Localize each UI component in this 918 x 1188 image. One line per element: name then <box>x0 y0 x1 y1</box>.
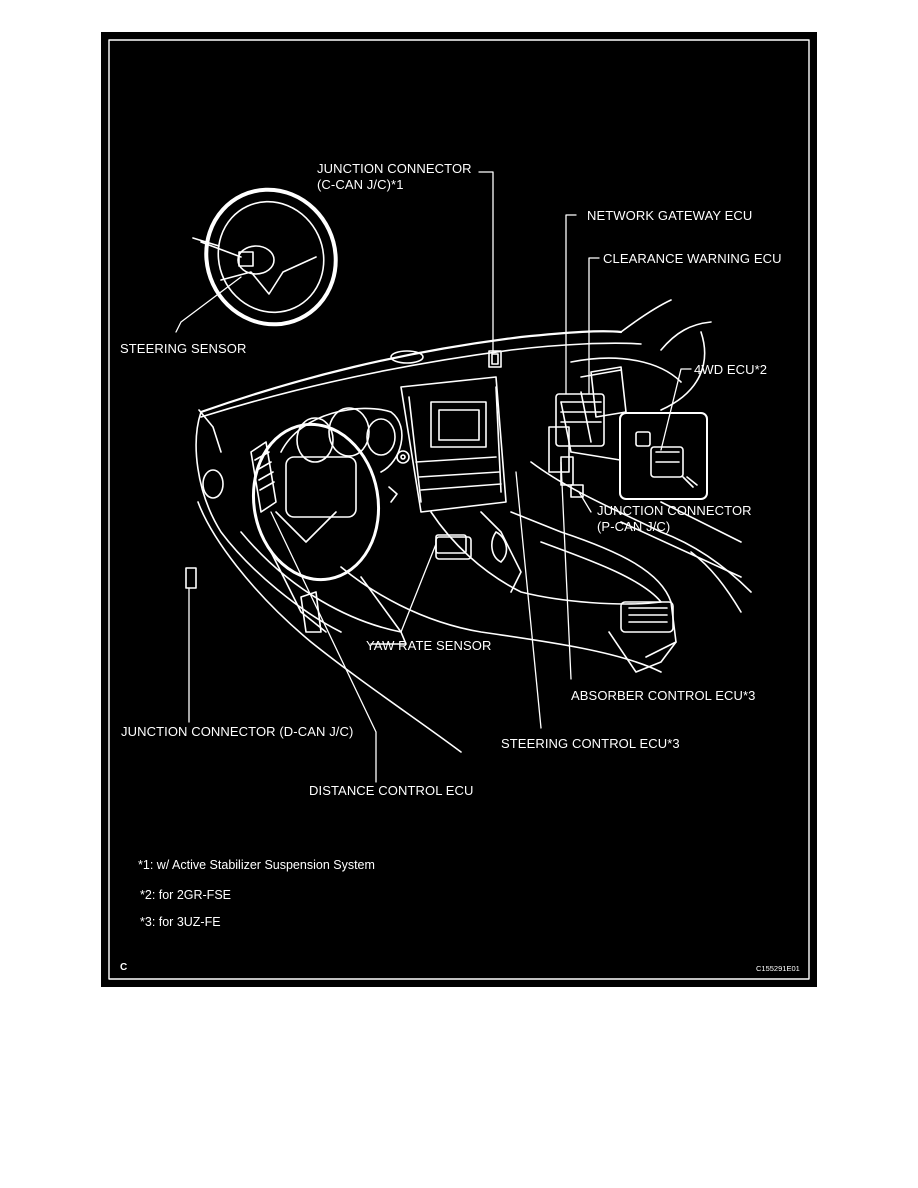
diagram-figure: JUNCTION CONNECTOR (C-CAN J/C)*1 NETWORK… <box>101 32 817 987</box>
leader-lines <box>175 171 692 783</box>
label-junction-connector-p-can-line1: JUNCTION CONNECTOR <box>597 503 752 518</box>
label-junction-connector-d-can: JUNCTION CONNECTOR (D-CAN J/C) <box>121 724 354 739</box>
label-4wd-ecu: 4WD ECU*2 <box>694 362 768 377</box>
footnote-2: *2: for 2GR-FSE <box>140 888 231 902</box>
label-clearance-warning-ecu: CLEARANCE WARNING ECU <box>603 251 782 266</box>
label-network-gateway-ecu: NETWORK GATEWAY ECU <box>587 208 753 223</box>
label-absorber-control-ecu: ABSORBER CONTROL ECU*3 <box>571 688 756 703</box>
label-yaw-rate-sensor: YAW RATE SENSOR <box>366 638 492 653</box>
label-distance-control-ecu: DISTANCE CONTROL ECU <box>309 783 474 798</box>
footnote-3: *3: for 3UZ-FE <box>140 915 221 929</box>
label-steering-control-ecu: STEERING CONTROL ECU*3 <box>501 736 680 751</box>
label-steering-sensor: STEERING SENSOR <box>120 341 247 356</box>
label-junction-connector-c-can: JUNCTION CONNECTOR (C-CAN J/C)*1 <box>317 161 472 193</box>
label-junction-connector-c-can-line1: JUNCTION CONNECTOR <box>317 161 472 176</box>
footnote-1: *1: w/ Active Stabilizer Suspension Syst… <box>138 858 375 872</box>
label-junction-connector-p-can: JUNCTION CONNECTOR (P-CAN J/C) <box>597 503 752 535</box>
label-junction-connector-c-can-line2: (C-CAN J/C)*1 <box>317 177 404 192</box>
figure-code: C155291E01 <box>756 964 800 973</box>
label-junction-connector-p-can-line2: (P-CAN J/C) <box>597 519 671 534</box>
steering-wheel-inset <box>192 187 338 327</box>
section-letter: C <box>120 962 128 973</box>
dashboard-illustration <box>108 39 810 980</box>
